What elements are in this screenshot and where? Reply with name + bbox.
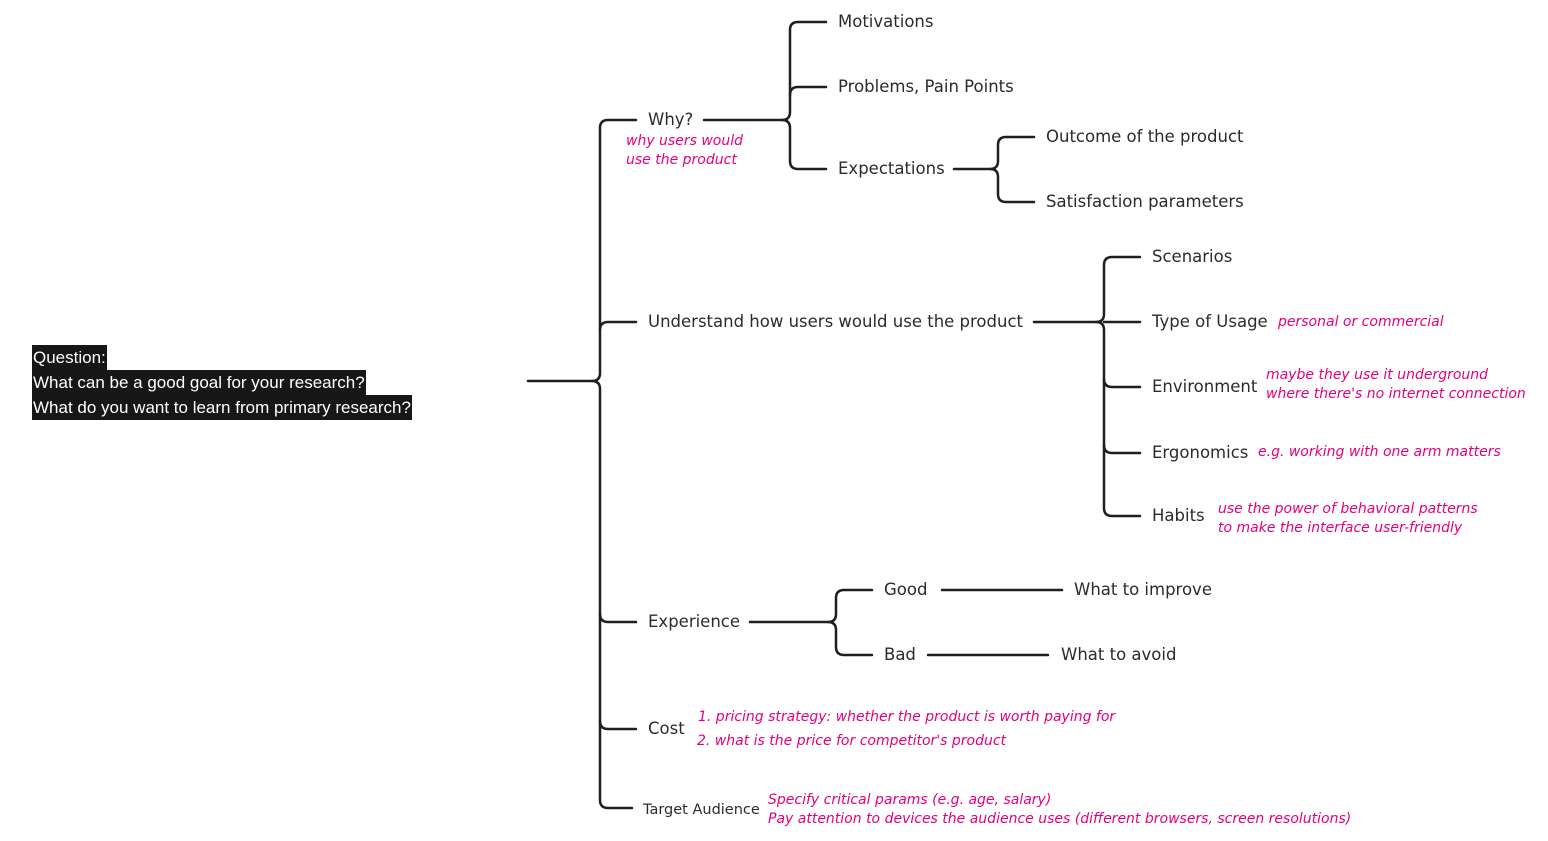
note-why: why users would use the product: [626, 132, 743, 170]
why-problems: [788, 85, 828, 97]
node-expectations[interactable]: Expectations: [838, 159, 945, 178]
note-cost-line-2: 2. what is the price for competitor's pr…: [697, 733, 1007, 749]
note-target-audience-line-1: Specify critical params (e.g. age, salar…: [768, 792, 1052, 808]
node-scenarios[interactable]: Scenarios: [1152, 247, 1233, 266]
note-ergonomics-line-1: e.g. working with one arm matters: [1258, 444, 1501, 460]
node-bad[interactable]: Bad: [884, 645, 916, 664]
node-why[interactable]: Why?: [648, 110, 694, 129]
note-habits-line-2: to make the interface user-friendly: [1218, 520, 1463, 536]
branch-experience: [598, 612, 638, 624]
experience-connector: [748, 588, 874, 624]
node-type-of-usage[interactable]: Type of Usage: [1152, 312, 1268, 331]
experience-bad: [826, 620, 874, 657]
note-environment: maybe they use it underground where ther…: [1266, 366, 1526, 404]
node-problems[interactable]: Problems, Pain Points: [838, 77, 1014, 96]
note-habits-line-1: use the power of behavioral patterns: [1218, 501, 1478, 517]
note-cost-line-1: 1. pricing strategy: whether the product…: [698, 709, 1116, 725]
note-cost: 1. pricing strategy: whether the product…: [697, 708, 1116, 751]
node-understand[interactable]: Understand how users would use the produ…: [648, 312, 1024, 331]
note-target-audience: Specify critical params (e.g. age, salar…: [768, 791, 1351, 829]
node-good[interactable]: Good: [884, 580, 928, 599]
node-habits[interactable]: Habits: [1152, 506, 1205, 525]
understand-lower: [1094, 320, 1142, 518]
branch-understand: [598, 320, 638, 332]
note-type-of-usage: personal or commercial: [1278, 313, 1444, 332]
node-experience[interactable]: Experience: [648, 612, 741, 631]
note-ergonomics: e.g. working with one arm matters: [1258, 443, 1501, 462]
question-goal: What can be a good goal for your researc…: [32, 370, 366, 395]
note-why-line-2: use the product: [626, 152, 737, 168]
question-learn: What do you want to learn from primary r…: [32, 395, 412, 420]
understand-ergonomics: [1102, 443, 1142, 455]
note-habits: use the power of behavioral patterns to …: [1218, 500, 1478, 538]
node-what-to-avoid[interactable]: What to avoid: [1061, 645, 1177, 664]
node-target-audience[interactable]: Target Audience: [643, 802, 760, 818]
note-target-audience-line-2: Pay attention to devices the audience us…: [768, 811, 1352, 827]
why-expectations: [780, 118, 828, 171]
node-outcome[interactable]: Outcome of the product: [1046, 127, 1244, 146]
understand-environment: [1102, 377, 1142, 389]
expectations-connector: [952, 135, 1036, 171]
understand-connector: [1032, 255, 1142, 324]
branch-cost: [598, 719, 638, 731]
node-environment[interactable]: Environment: [1152, 377, 1258, 396]
note-environment-line-2: where there's no internet connection: [1266, 386, 1526, 402]
node-what-to-improve[interactable]: What to improve: [1074, 580, 1212, 599]
note-why-line-1: why users would: [626, 133, 744, 149]
note-environment-line-1: maybe they use it underground: [1266, 367, 1489, 383]
node-motivations[interactable]: Motivations: [838, 12, 934, 31]
node-ergonomics[interactable]: Ergonomics: [1152, 443, 1249, 462]
node-cost[interactable]: Cost: [648, 719, 685, 738]
question-label: Question:: [32, 345, 107, 370]
node-satisfaction[interactable]: Satisfaction parameters: [1046, 192, 1244, 211]
root-connector-lower: [590, 379, 634, 810]
why-connector: [702, 20, 828, 122]
expectations-satisfaction: [988, 167, 1036, 204]
root-connector: [526, 118, 638, 383]
note-type-of-usage-line-1: personal or commercial: [1278, 314, 1444, 330]
